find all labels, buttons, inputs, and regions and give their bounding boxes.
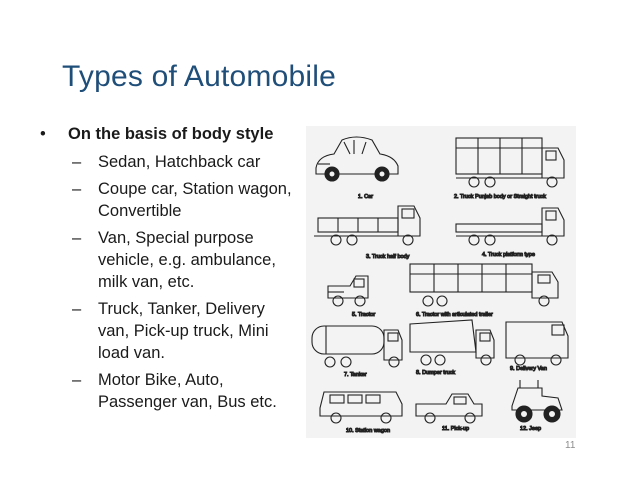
bullet-item-text: Coupe car, Station wagon, Convertible — [98, 180, 292, 220]
caption-truck-half-body: 3. Truck half body — [366, 254, 410, 260]
slide-title: Types of Automobile — [62, 60, 336, 93]
bullet-item-text: Motor Bike, Auto, Passenger van, Bus etc… — [98, 371, 277, 411]
dumper-truck-illustration — [409, 319, 495, 366]
bullet-item: – Coupe car, Station wagon, Convertible — [38, 178, 298, 222]
dash-icon: – — [72, 153, 82, 171]
bullet-heading-text: On the basis of body style — [68, 125, 274, 143]
caption-station-wagon: 10. Station wagon — [346, 428, 390, 434]
page-number: 11 — [565, 440, 576, 451]
caption-straight-truck: 2. Truck Punjab body or Straight truck — [454, 194, 546, 200]
dash-icon: – — [72, 300, 82, 318]
vehicle-illustrations: 1. Car 2. Truck Punjab body or Straight … — [311, 136, 569, 435]
bullet-list: • On the basis of body style – Sedan, Ha… — [38, 123, 298, 418]
bullet-item-text: Sedan, Hatchback car — [98, 153, 261, 171]
caption-tanker: 7. Tanker — [344, 372, 367, 378]
caption-pickup: 11. Pick-up — [442, 426, 469, 432]
bullet-item: – Truck, Tanker, Delivery van, Pick-up t… — [38, 298, 298, 364]
station-wagon-illustration — [319, 391, 403, 424]
bullet-item-text: Truck, Tanker, Delivery van, Pick-up tru… — [98, 300, 269, 362]
bullet-item: – Sedan, Hatchback car — [38, 151, 298, 173]
pickup-illustration — [415, 393, 483, 424]
truck-half-body-illustration — [314, 205, 421, 246]
caption-truck-platform: 4. Truck platform type — [482, 252, 535, 258]
delivery-van-illustration — [505, 321, 569, 366]
bullet-heading: • On the basis of body style — [38, 123, 298, 145]
caption-jeep: 12. Jeep — [520, 426, 541, 432]
tractor-illustration — [327, 275, 369, 307]
bullet-item: – Motor Bike, Auto, Passenger van, Bus e… — [38, 369, 298, 413]
caption-articulated-trailer: 6. Tractor with articulated trailer — [416, 312, 493, 318]
tanker-illustration — [311, 325, 403, 368]
dash-icon: – — [72, 229, 82, 247]
caption-dumper-truck: 8. Dumper truck — [416, 370, 455, 376]
dash-icon: – — [72, 371, 82, 389]
jeep-illustration — [511, 380, 563, 423]
car-illustration — [315, 136, 399, 182]
vehicle-types-figure: 1. Car 2. Truck Punjab body or Straight … — [306, 126, 576, 438]
bullet-item: – Van, Special purpose vehicle, e.g. amb… — [38, 227, 298, 293]
articulated-trailer-illustration — [409, 263, 559, 307]
caption-delivery-van: 9. Delivery Van — [510, 366, 547, 372]
straight-truck-illustration — [455, 137, 565, 188]
dash-icon: – — [72, 180, 82, 198]
caption-tractor: 5. Tractor — [352, 312, 375, 318]
caption-car: 1. Car — [358, 194, 373, 200]
truck-platform-illustration — [455, 207, 565, 246]
bullet-item-text: Van, Special purpose vehicle, e.g. ambul… — [98, 229, 276, 291]
bullet-dot-icon: • — [40, 125, 46, 143]
